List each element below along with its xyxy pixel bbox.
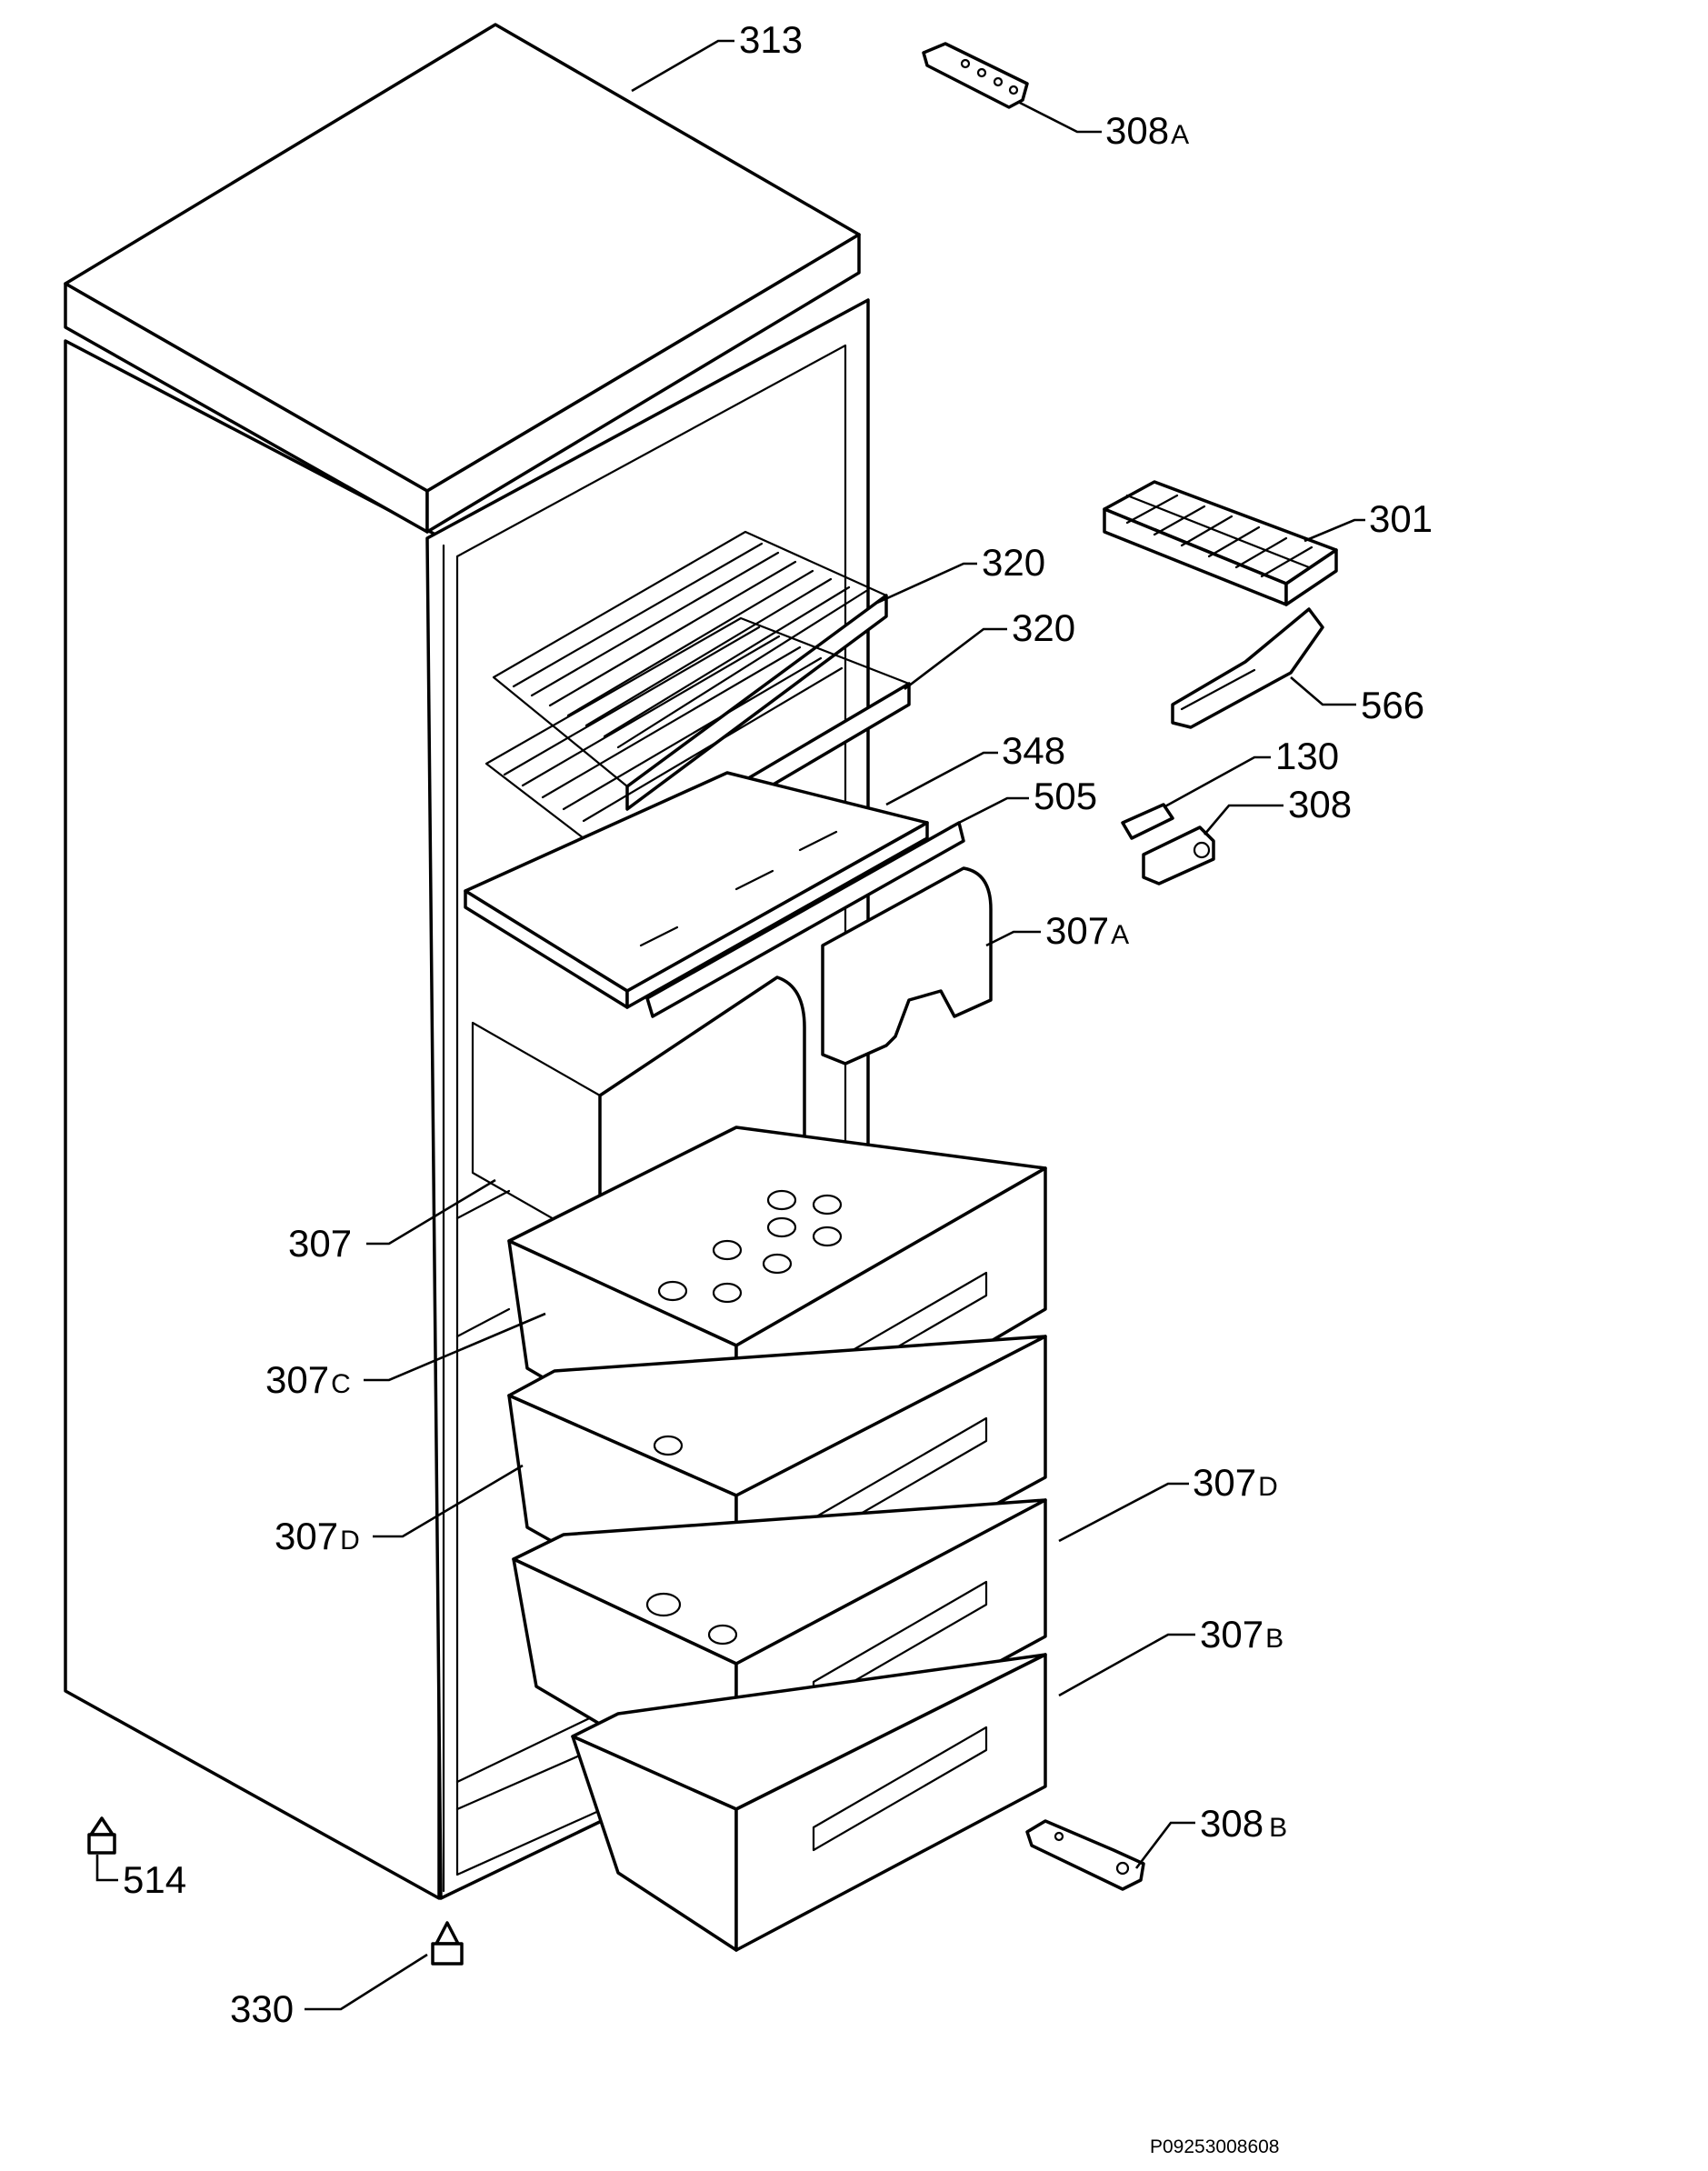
- callout-307B: 307B: [1200, 1613, 1283, 1656]
- callout-307D-right: 307D: [1193, 1461, 1278, 1504]
- foot-514: [87, 1816, 116, 1855]
- callout-130: 130: [1275, 735, 1339, 777]
- callout-514: 514: [123, 1858, 186, 1901]
- ice-tray-301: [1103, 480, 1338, 606]
- callout-308: 308: [1288, 783, 1352, 825]
- callout-labels: 313 308A 301 320 320 566 348 130 505 308…: [123, 18, 1433, 2030]
- flap-307A: [821, 866, 993, 1065]
- callout-307: 307: [288, 1222, 352, 1265]
- clip-130: [1121, 803, 1174, 840]
- hinge-308B: [1025, 1819, 1145, 1891]
- callout-307C: 307C: [265, 1358, 351, 1401]
- callout-320-upper: 320: [982, 541, 1045, 584]
- callout-308A: 308A: [1105, 109, 1189, 152]
- hinge-308A: [922, 42, 1029, 109]
- callout-307D-left: 307D: [275, 1515, 360, 1557]
- top-cover-313: [64, 23, 861, 534]
- callout-505: 505: [1034, 775, 1097, 817]
- callout-566: 566: [1361, 684, 1424, 726]
- front-strip-505: [645, 821, 965, 1018]
- document-id: P09253008608: [1150, 2136, 1279, 2157]
- leader-lines: [95, 39, 1365, 2011]
- ice-scraper-566: [1171, 607, 1324, 729]
- foot-330: [431, 1921, 464, 1966]
- callout-301: 301: [1369, 497, 1433, 540]
- callout-330: 330: [230, 1987, 294, 2030]
- callout-348: 348: [1002, 729, 1065, 772]
- hinge-308: [1142, 825, 1215, 885]
- callout-313: 313: [739, 18, 803, 61]
- glass-shelf-348: [464, 771, 929, 1009]
- callout-320-lower: 320: [1012, 606, 1075, 649]
- drawer-307B: [571, 1653, 1047, 1952]
- callout-307A: 307A: [1045, 909, 1129, 952]
